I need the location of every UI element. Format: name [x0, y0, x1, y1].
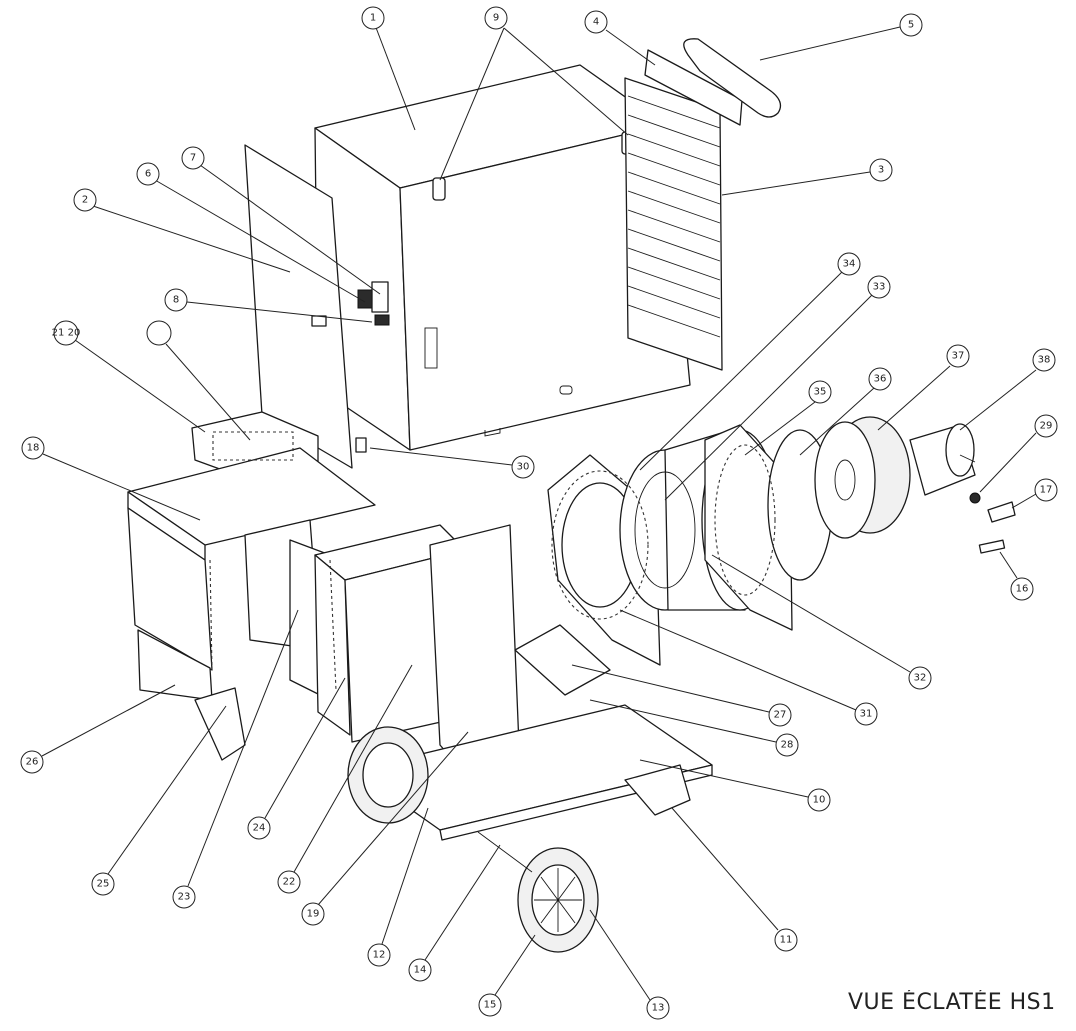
svg-text:28: 28: [781, 740, 794, 751]
svg-text:3: 3: [878, 165, 884, 176]
callout-28: 28: [589, 699, 799, 757]
svg-text:33: 33: [873, 282, 886, 293]
svg-text:16: 16: [1016, 584, 1029, 595]
drawing-title: VUE ÉCLATÉE HS1: [848, 990, 1056, 1015]
svg-text:36: 36: [874, 374, 887, 385]
switch-and-socket: [311, 281, 390, 327]
svg-text:38: 38: [1038, 355, 1051, 366]
callout-7: 7: [181, 146, 381, 295]
svg-text:12: 12: [373, 950, 386, 961]
callout-10: 10: [639, 759, 831, 812]
svg-text:23: 23: [178, 892, 191, 903]
svg-text:26: 26: [26, 757, 39, 768]
svg-text:9: 9: [493, 13, 499, 24]
svg-text:8: 8: [173, 295, 179, 306]
svg-text:30: 30: [517, 462, 530, 473]
callout-18: 18: [21, 436, 201, 521]
axle: [477, 831, 533, 873]
callout-14: 14: [408, 844, 501, 982]
svg-text:21 20: 21 20: [52, 328, 81, 339]
seal-outlines: [209, 431, 776, 691]
svg-text:15: 15: [484, 1000, 497, 1011]
callout-25: 25: [91, 705, 227, 896]
side-panel: [244, 144, 353, 469]
callout-8: 8: [164, 288, 373, 323]
handle-bracket: [644, 49, 743, 126]
callout-37: 37: [877, 344, 970, 431]
motor: [909, 423, 976, 496]
carry-handle: [683, 38, 782, 118]
callout-6: 6: [136, 162, 366, 303]
svg-text:14: 14: [414, 965, 427, 976]
callout-31: 31: [619, 609, 878, 726]
louver-grille: [624, 77, 723, 371]
callout-4: 4: [584, 10, 656, 66]
svg-text:32: 32: [914, 673, 927, 684]
callout-13: 13: [589, 909, 670, 1020]
callout-22: 22: [277, 664, 413, 894]
callout-27: 27: [571, 664, 792, 727]
callout-1: 1: [361, 6, 416, 131]
callout-21-20: 21 20: [52, 320, 206, 433]
deflector-flap: [194, 687, 246, 761]
svg-text:25: 25: [97, 879, 110, 890]
svg-text:7: 7: [190, 153, 196, 164]
svg-text:29: 29: [1040, 421, 1053, 432]
svg-text:35: 35: [814, 387, 827, 398]
callout-26: 26: [20, 684, 176, 774]
callout-17: 17: [1011, 478, 1058, 509]
svg-text:24: 24: [253, 823, 266, 834]
callout-12: 12: [367, 807, 429, 967]
svg-text:1: 1: [370, 13, 376, 24]
support-shelf: [514, 624, 611, 696]
svg-text:11: 11: [780, 935, 793, 946]
svg-text:10: 10: [813, 795, 826, 806]
svg-text:5: 5: [908, 20, 914, 31]
callout-19: 19: [301, 731, 469, 926]
callouts: 1 2 3 4 5 6 7 8 9 10 11 12 13 14 15 16 1…: [20, 6, 1058, 1020]
callout-11: 11: [671, 807, 798, 952]
svg-text:17: 17: [1040, 485, 1053, 496]
callout-29: 29: [979, 414, 1058, 493]
callout-33: 33: [664, 275, 891, 501]
fan-wheel: [814, 416, 911, 539]
callout-2: 2: [73, 188, 291, 273]
callout-9: 9: [439, 6, 629, 181]
base-plate: [354, 704, 713, 841]
svg-text:18: 18: [27, 443, 40, 454]
svg-text:2: 2: [82, 195, 88, 206]
callout-34: 34: [639, 252, 861, 471]
callout-blank: [146, 320, 251, 441]
svg-text:37: 37: [952, 351, 965, 362]
callout-35: 35: [744, 380, 832, 456]
capacitor: [969, 492, 981, 504]
screw-bracket: [978, 539, 1006, 554]
clamp-bracket: [987, 501, 1016, 523]
callout-32: 32: [711, 554, 932, 690]
callout-36: 36: [799, 367, 892, 456]
callout-38: 38: [959, 348, 1056, 431]
svg-text:22: 22: [283, 877, 296, 888]
svg-text:34: 34: [843, 259, 856, 270]
callout-24: 24: [247, 677, 346, 840]
callout-5: 5: [759, 13, 923, 61]
svg-text:19: 19: [307, 909, 320, 920]
svg-text:13: 13: [652, 1003, 665, 1014]
callout-15: 15: [478, 934, 536, 1017]
svg-text:6: 6: [145, 169, 151, 180]
connector-block: [355, 437, 367, 453]
callout-16: 16: [999, 551, 1034, 601]
callout-3: 3: [721, 158, 893, 196]
callout-23: 23: [172, 609, 299, 909]
wheels: [347, 726, 599, 953]
svg-text:27: 27: [774, 710, 787, 721]
top-plate: [127, 447, 376, 671]
svg-text:4: 4: [593, 17, 599, 28]
callout-30: 30: [369, 447, 535, 479]
svg-text:31: 31: [860, 709, 873, 720]
